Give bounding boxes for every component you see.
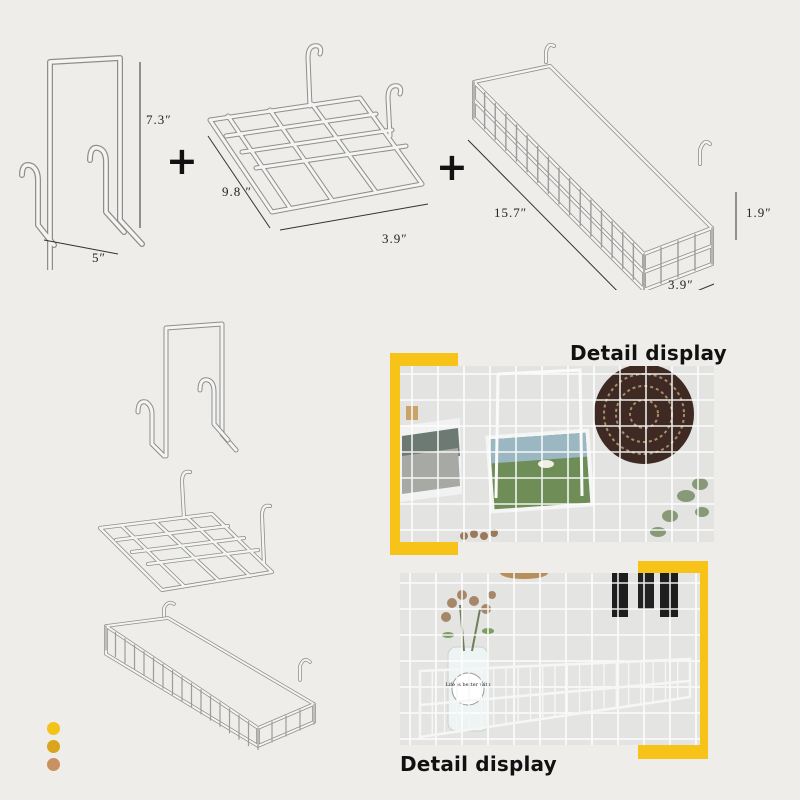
- basket-depth-label: 3.9″: [668, 277, 694, 292]
- basket-length-line: [467, 139, 617, 290]
- vase-badge-text: Life is better with: [445, 682, 491, 688]
- horse-photo: [485, 428, 595, 514]
- detail-caption-top: Detail display: [570, 341, 727, 365]
- basket-product: [467, 42, 737, 290]
- shelf-product-small: [98, 469, 274, 592]
- black-hooks: [612, 573, 678, 617]
- detail-photo-bottom: Life is better with: [400, 573, 700, 745]
- hook-width-label: 5″: [92, 250, 106, 265]
- shelf-depth-line: [279, 203, 429, 231]
- hook-product: [19, 55, 145, 270]
- basket-product-small: [104, 600, 316, 750]
- detail-photo-top: [400, 366, 714, 542]
- shelf-depth-label: 3.9″: [382, 231, 408, 246]
- shelf-length-line: [207, 135, 271, 229]
- color-dot-1: [47, 722, 60, 735]
- hook-width-line: [43, 239, 119, 255]
- crochet-coaster: [594, 366, 694, 464]
- plus-sign-1: +: [166, 139, 198, 183]
- shelf-length-label: 9.8 ″: [222, 184, 252, 199]
- hook-height-label: 7.3″: [146, 112, 172, 127]
- landscape-card-left: [400, 418, 462, 502]
- basket-length-label: 15.7″: [494, 205, 528, 220]
- basket-height-label: 1.9″: [746, 205, 772, 220]
- color-dot-3: [47, 758, 60, 771]
- hook-product-small: [135, 321, 239, 459]
- detail-caption-bottom: Detail display: [400, 752, 557, 776]
- plus-sign-2: +: [436, 145, 468, 189]
- color-dot-2: [47, 740, 60, 753]
- shelf-product: [207, 43, 429, 231]
- basket-depth-line: [697, 283, 715, 290]
